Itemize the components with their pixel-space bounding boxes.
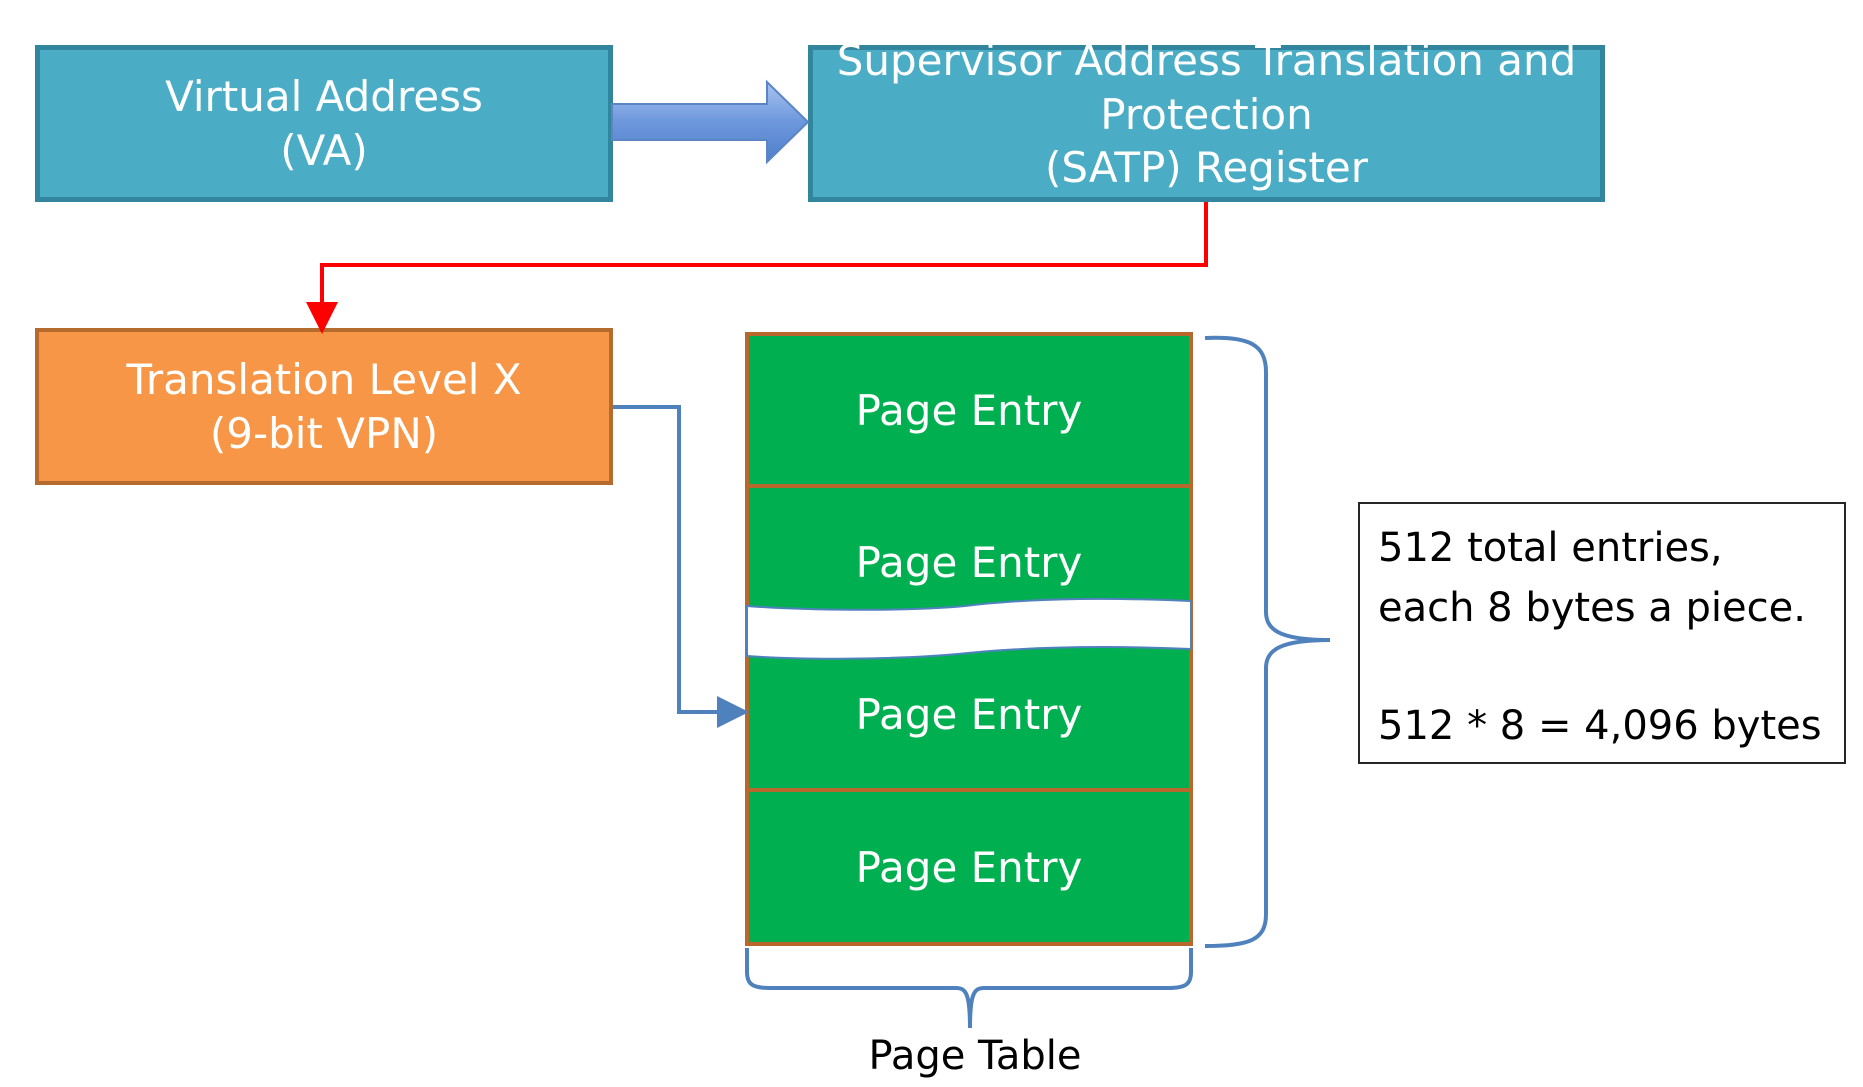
right-brace [1204, 335, 1331, 948]
va-to-satp-arrow [611, 79, 810, 165]
page-entry: Page Entry [749, 640, 1189, 788]
page-table-caption: Page Table [868, 1033, 1082, 1079]
satp-label-line3: (SATP) Register [1045, 143, 1368, 193]
translation-level-label: Translation Level X [126, 354, 522, 404]
note-line-entry-size: each 8 bytes a piece. [1378, 585, 1806, 631]
virtual-address-abbrev: (VA) [280, 125, 368, 175]
satp-to-level-arrow [306, 202, 1208, 334]
note-line-total-entries: 512 total entries, [1378, 525, 1723, 571]
translation-level-box: Translation Level X (9-bit VPN) [35, 328, 613, 485]
page-entry: Page Entry [749, 792, 1189, 942]
level-to-entry-arrow [613, 405, 749, 728]
translation-level-vpn: (9-bit VPN) [209, 408, 439, 458]
bottom-brace [745, 948, 1193, 1029]
entry-size-note: 512 total entries, each 8 bytes a piece.… [1358, 502, 1846, 764]
table-break-marker [746, 597, 1192, 660]
satp-label-line2: Protection [1100, 89, 1313, 139]
page-entry: Page Entry [749, 336, 1189, 484]
satp-register-box: Supervisor Address Translation and Prote… [808, 36, 1605, 202]
virtual-address-label: Virtual Address [165, 71, 483, 121]
satp-label-line1: Supervisor Address Translation and [836, 35, 1577, 85]
virtual-address-box: Virtual Address (VA) [35, 45, 613, 202]
note-line-total-bytes: 512 * 8 = 4,096 bytes [1378, 703, 1822, 749]
